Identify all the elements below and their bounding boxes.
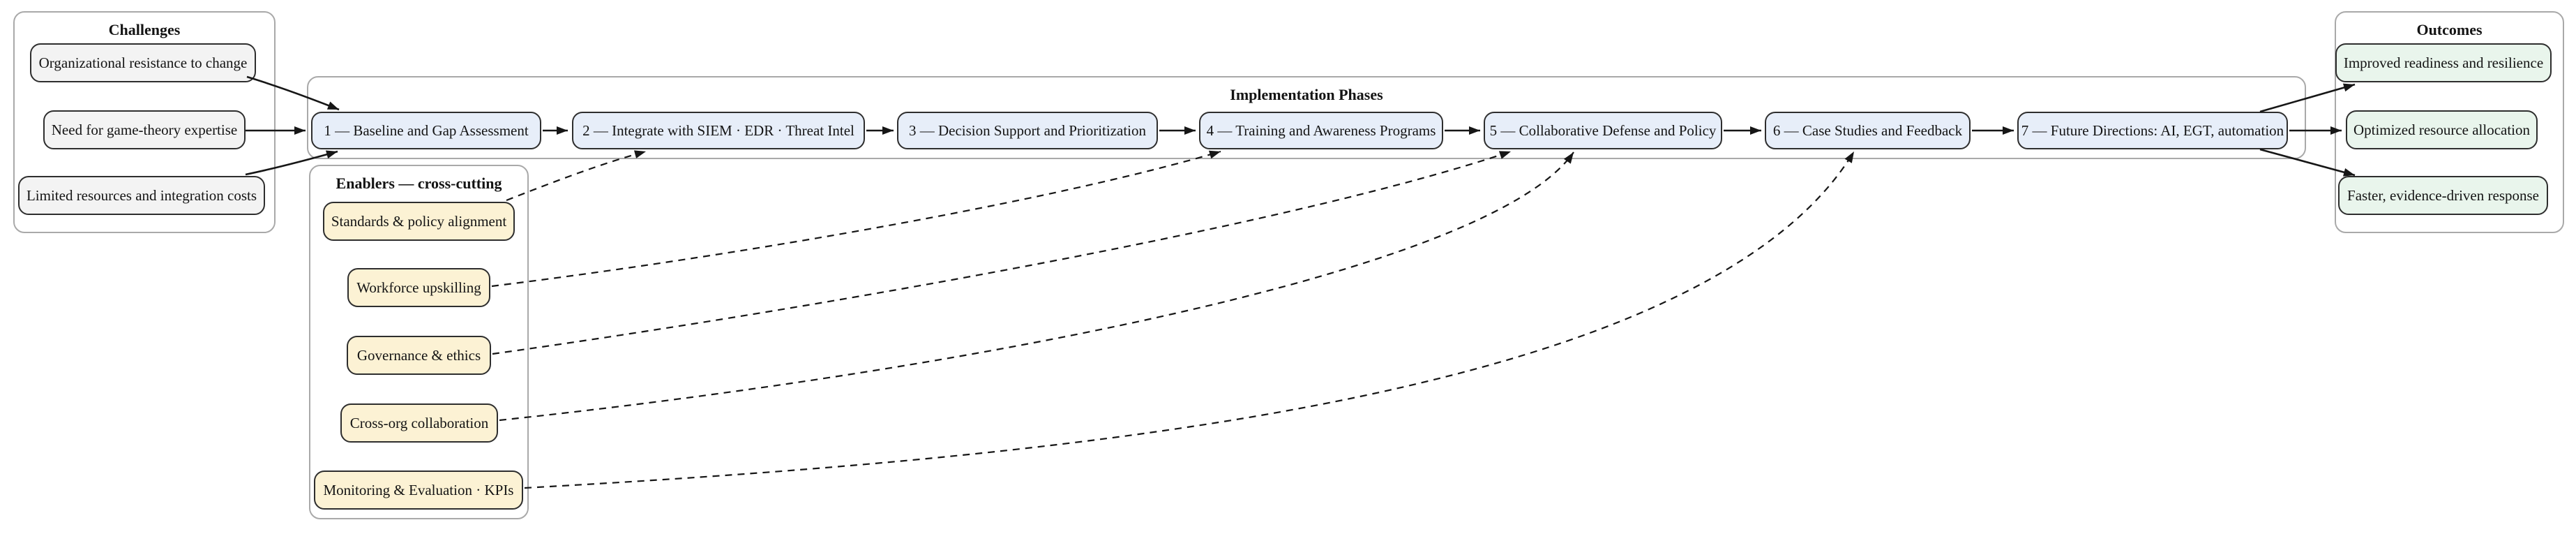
enabler-node-governance-ethics: Governance & ethics xyxy=(347,336,491,375)
phase-node-3-decision-support: 3 — Decision Support and Prioritization xyxy=(897,112,1158,149)
edge-e4-p5 xyxy=(499,151,1574,422)
edge-e2-p4 xyxy=(491,150,1221,288)
enabler-node-workforce-upskilling: Workforce upskilling xyxy=(347,268,490,307)
outcome-node-optimized-allocation: Optimized resource allocation xyxy=(2346,110,2538,149)
enabler-node-cross-org-collaboration: Cross-org collaboration xyxy=(340,403,498,443)
challenge-node-limited-resources: Limited resources and integration costs xyxy=(18,176,265,215)
outcome-node-faster-response: Faster, evidence-driven response xyxy=(2338,176,2548,215)
challenges-cluster-title: Challenges xyxy=(108,21,181,38)
outcome-node-improved-readiness: Improved readiness and resilience xyxy=(2335,43,2552,82)
enabler-node-standards-policy: Standards & policy alignment xyxy=(323,202,515,241)
phase-node-1-baseline: 1 — Baseline and Gap Assessment xyxy=(311,112,541,149)
phase-node-7-future-directions: 7 — Future Directions: AI, EGT, automati… xyxy=(2017,112,2288,149)
phase-node-4-training: 4 — Training and Awareness Programs xyxy=(1199,112,1443,149)
phase-node-6-case-studies: 6 — Case Studies and Feedback xyxy=(1765,112,1971,149)
implementation-phases-cluster-title: Implementation Phases xyxy=(1230,86,1383,103)
challenge-node-game-theory-expertise: Need for game-theory expertise xyxy=(43,110,246,149)
enablers-cluster-title: Enablers — cross-cutting xyxy=(336,175,502,192)
enabler-node-monitoring-kpis: Monitoring & Evaluation · KPIs xyxy=(314,470,523,510)
edge-e3-p5 xyxy=(492,150,1512,355)
phase-node-2-integrate: 2 — Integrate with SIEM · EDR · Threat I… xyxy=(572,112,865,149)
outcomes-cluster-title: Outcomes xyxy=(2416,21,2483,38)
challenge-node-organizational-resistance: Organizational resistance to change xyxy=(30,43,256,82)
phase-node-5-collaborative-defense: 5 — Collaborative Defense and Policy xyxy=(1484,112,1722,149)
edge-e5-p6 xyxy=(524,151,1855,489)
